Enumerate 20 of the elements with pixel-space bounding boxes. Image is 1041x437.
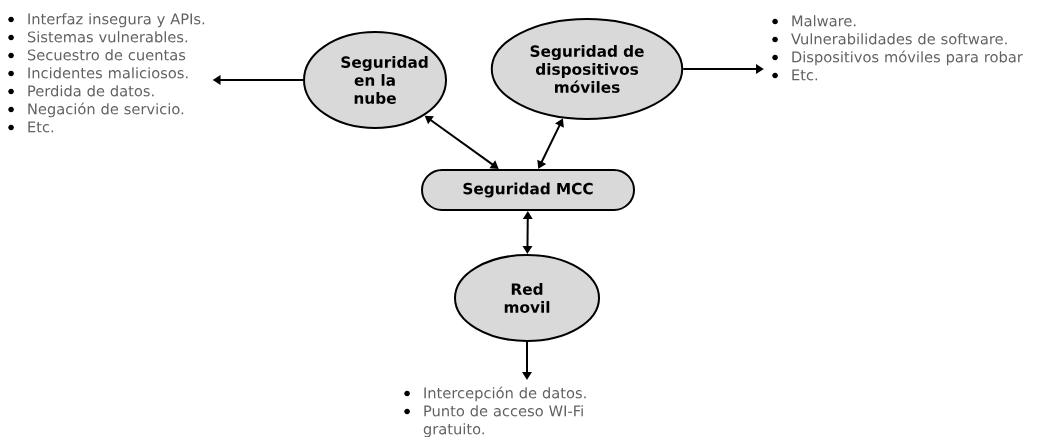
rounded-box: Seguridad MCC <box>421 169 635 211</box>
list-item: Intercepción de datos. <box>424 386 586 402</box>
bullet-list <box>8 13 205 133</box>
bullet-list <box>404 386 586 437</box>
ellipse-node: Seguridad en la nube <box>303 31 447 129</box>
list-item: Negación de servicio. <box>28 102 184 118</box>
list-item: Incidentes maliciosos. <box>28 67 188 79</box>
ellipse-node: Red movil <box>454 254 600 342</box>
bullet-list <box>772 15 1023 81</box>
ellipse-node: Seguridad de dispositivos móviles <box>490 18 684 120</box>
list-item: Perdida de datos. <box>28 85 154 97</box>
list-item: Secuestro de cuentas <box>27 49 186 61</box>
list-item: Etc. <box>792 69 818 81</box>
list-item: Punto de acceso WI-Fi gratuito. <box>423 405 583 437</box>
list-item: Etc. <box>28 121 54 133</box>
list-item: Interfaz insegura y APIs. <box>28 13 205 28</box>
list-item: Malware. <box>792 15 856 27</box>
list-item: Vulnerabilidades de software. <box>791 33 1007 45</box>
list-item: Dispositivos móviles para robar <box>792 50 1023 66</box>
list-item: Sistemas vulnerables. <box>27 31 188 43</box>
